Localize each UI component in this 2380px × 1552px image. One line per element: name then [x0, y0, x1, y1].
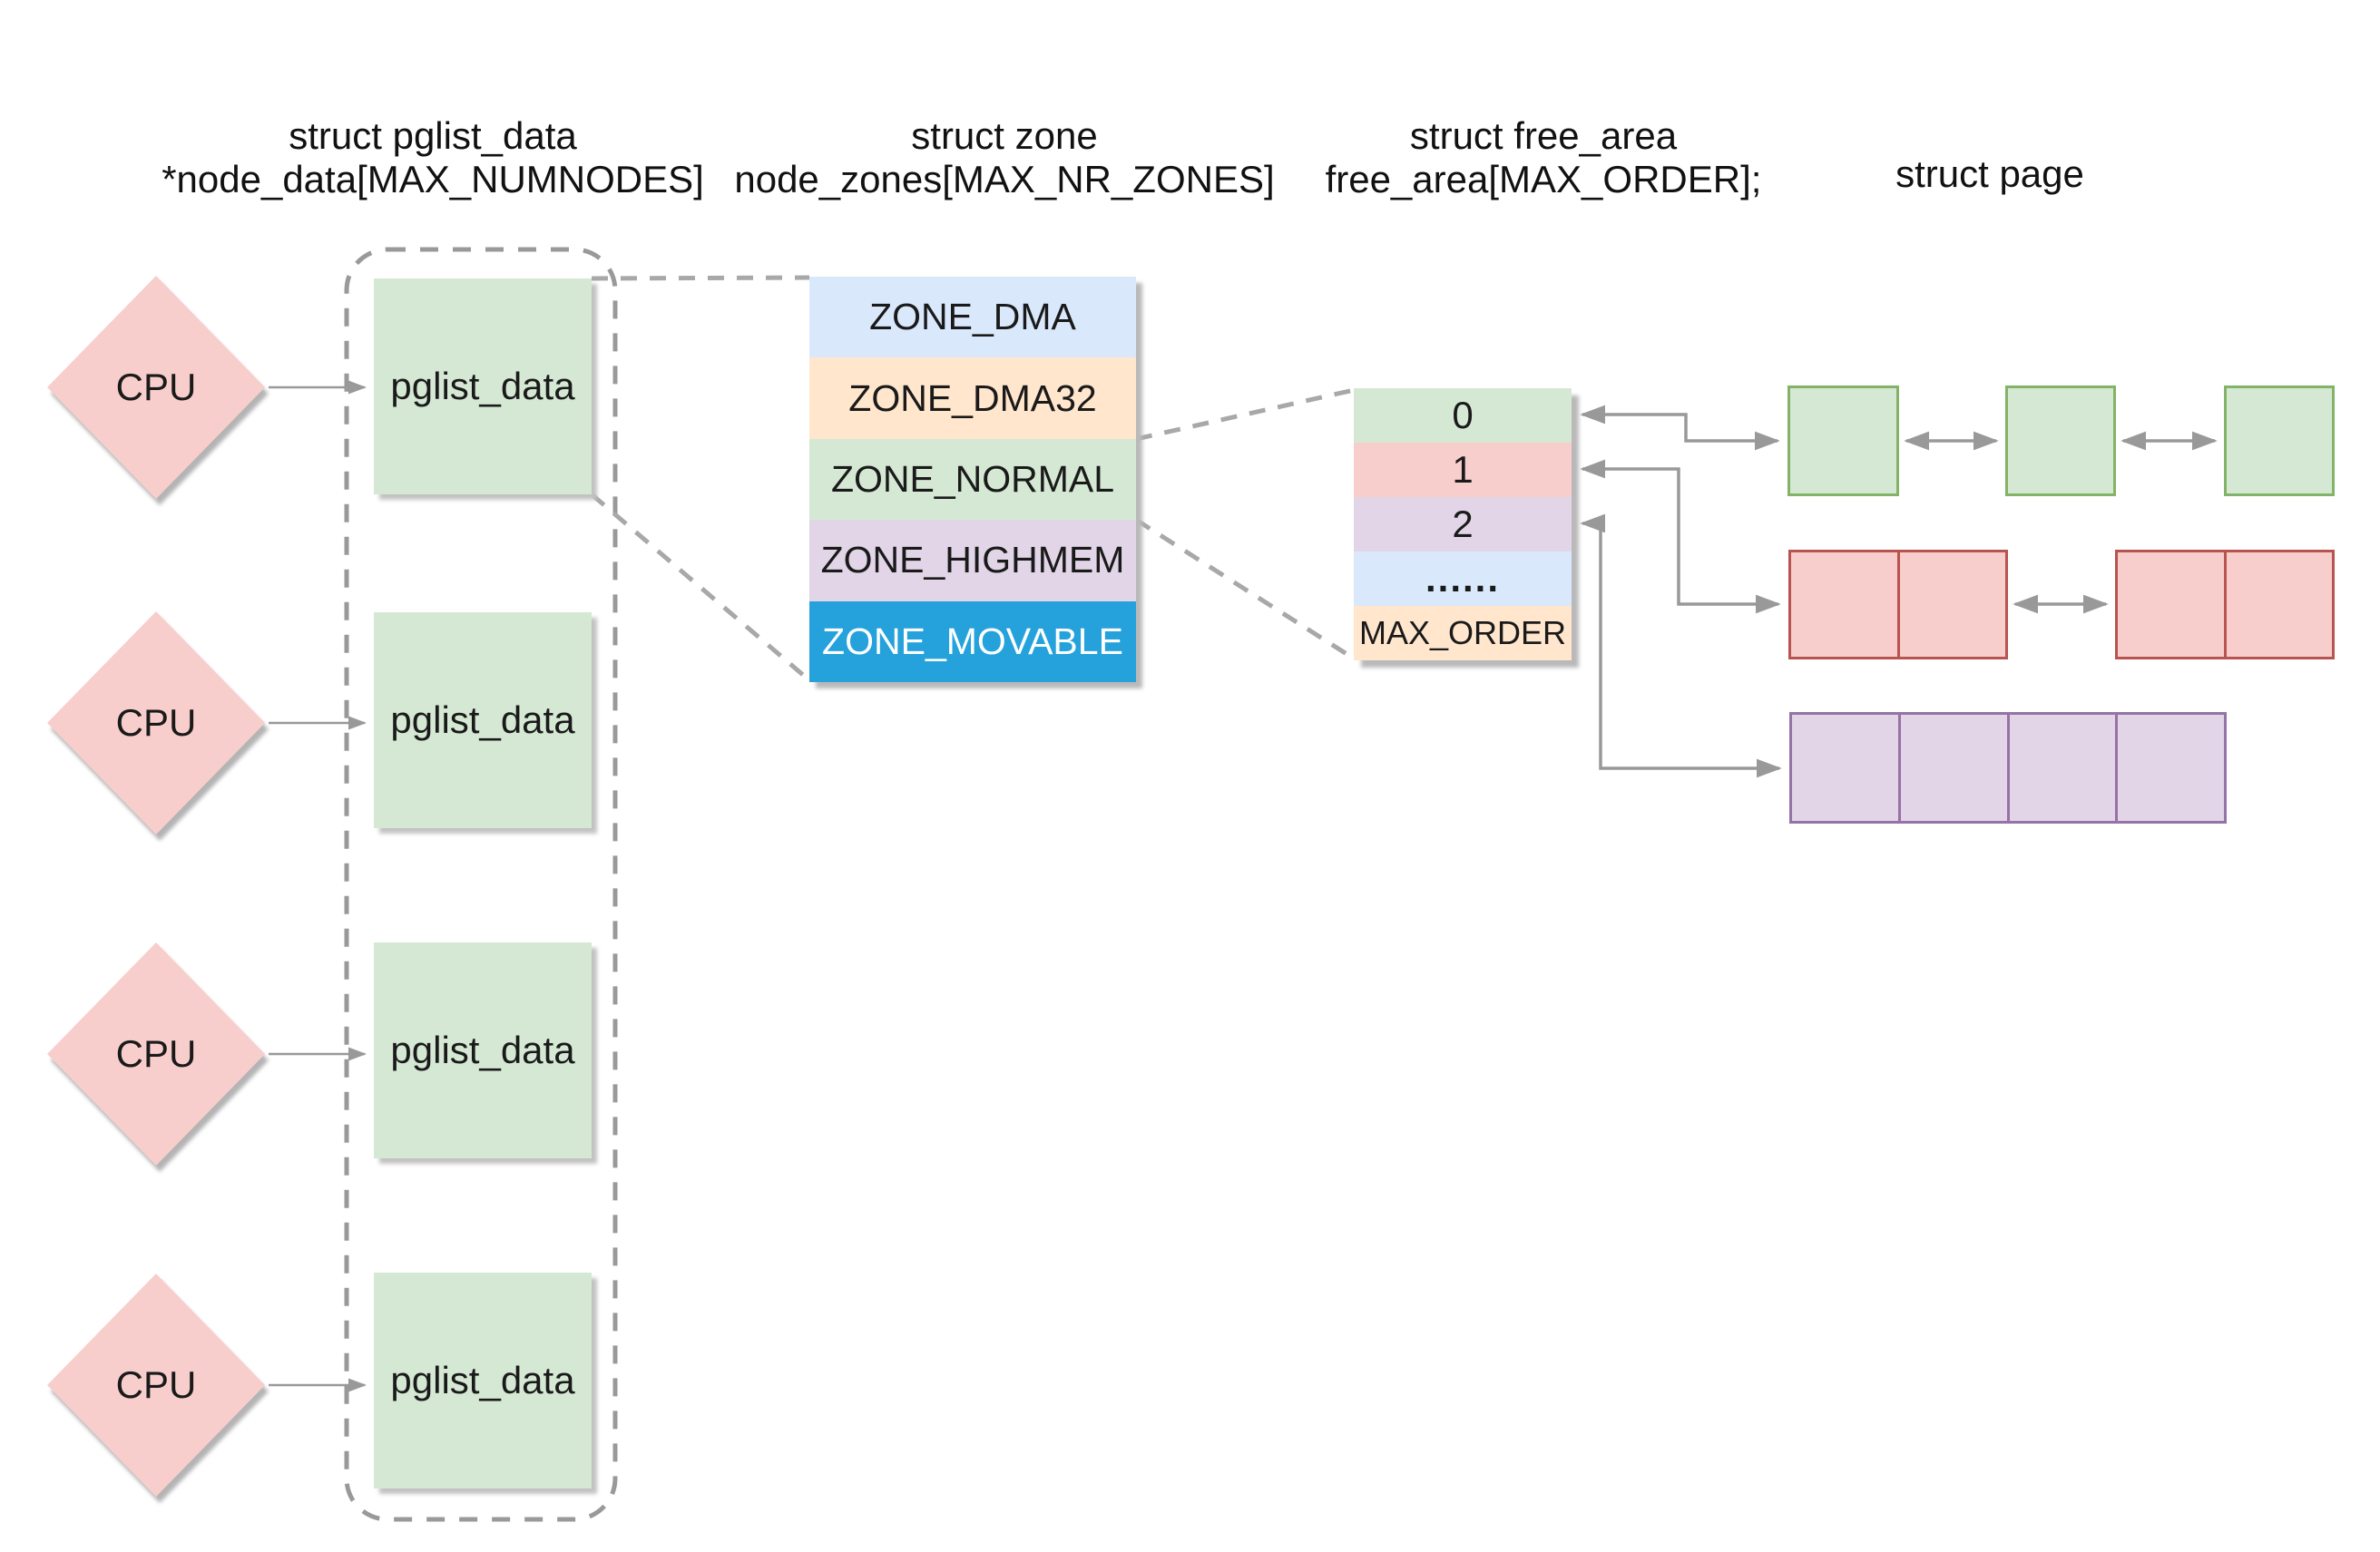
pglist-data-label: pglist_data [390, 1029, 575, 1071]
cpu-node-2: CPU [47, 611, 265, 835]
zone-stack: ZONE_DMA ZONE_DMA32 ZONE_NORMAL ZONE_HIG… [809, 277, 1136, 683]
free-area-table: 0 1 2 ...... MAX_ORDER [1354, 388, 1572, 660]
cpu-diamond: CPU [47, 942, 265, 1166]
cpu-label: CPU [115, 366, 197, 408]
free-area-row-ellipsis: ...... [1354, 551, 1572, 606]
free-area-row-label: MAX_ORDER [1358, 614, 1567, 651]
free-area-row-2: 2 [1354, 497, 1572, 551]
expansion-line-zone-to-freearea-bottom [1134, 517, 1356, 661]
page-cell [2227, 552, 2333, 657]
connector-order2-list [1580, 513, 1782, 778]
header-pglist-line2: *node_data[MAX_NUMNODES] [162, 158, 704, 200]
header-pglist-data: struct pglist_data *node_data[MAX_NUMNOD… [161, 114, 705, 201]
free-area-row-label: 1 [1452, 448, 1474, 491]
pglist-data-box-1: pglist_data [374, 278, 592, 494]
pglist-data-label: pglist_data [390, 1359, 575, 1401]
free-area-row-label: ...... [1425, 557, 1500, 600]
page-block-order1-1 [1788, 550, 2008, 659]
page-block-order2-1 [1789, 712, 2227, 824]
header-pglist-line1: struct pglist_data [289, 114, 577, 157]
cpu-label: CPU [115, 1363, 197, 1406]
zone-label: ZONE_MOVABLE [822, 620, 1123, 662]
page-block-order1-2 [2115, 550, 2335, 659]
cpu-label: CPU [115, 701, 197, 744]
cpu-node-1: CPU [47, 276, 265, 499]
expansion-line-pglist-to-zone-bottom [590, 493, 811, 682]
page-cell [1792, 715, 1901, 821]
pglist-data-box-2: pglist_data [374, 612, 592, 828]
zone-row-zone-dma32: ZONE_DMA32 [809, 357, 1136, 439]
page-cell [2010, 715, 2119, 821]
header-struct-page-line1: struct page [1895, 152, 2084, 195]
pglist-data-label: pglist_data [390, 365, 575, 407]
free-area-row-1: 1 [1354, 443, 1572, 497]
zone-label: ZONE_DMA32 [848, 376, 1097, 419]
pglist-data-box-3: pglist_data [374, 942, 592, 1158]
zone-row-zone-dma: ZONE_DMA [809, 277, 1136, 358]
page-cell [2118, 715, 2224, 821]
cpu-diamond: CPU [47, 1274, 265, 1497]
header-zone: struct zone node_zones[MAX_NR_ZONES] [732, 114, 1277, 201]
pglist-data-label: pglist_data [390, 698, 575, 741]
zone-row-zone-highmem: ZONE_HIGHMEM [809, 520, 1136, 601]
free-area-row-max-order: MAX_ORDER [1354, 606, 1572, 660]
header-free-area-line1: struct free_area [1409, 114, 1678, 157]
zone-label: ZONE_HIGHMEM [820, 539, 1125, 581]
page-cell [1900, 552, 2006, 657]
connector-order0-list [1580, 405, 1780, 451]
zone-label: ZONE_NORMAL [830, 458, 1115, 501]
header-zone-line1: struct zone [911, 114, 1098, 157]
page-block-order0-1 [1787, 386, 1899, 496]
page-block-order0-3 [2224, 386, 2335, 496]
zone-row-zone-normal: ZONE_NORMAL [809, 438, 1136, 521]
connector-order1-list [1580, 459, 1781, 614]
page-cell [1901, 715, 2010, 821]
free-area-row-label: 0 [1452, 394, 1474, 436]
cpu-node-4: CPU [47, 1274, 265, 1497]
free-area-row-0: 0 [1354, 388, 1572, 443]
header-struct-page: struct page [1808, 152, 2171, 196]
page-block-order0-2 [2005, 386, 2116, 496]
zone-row-zone-movable: ZONE_MOVABLE [809, 600, 1136, 683]
cpu-diamond: CPU [47, 611, 265, 835]
pglist-data-box-4: pglist_data [374, 1273, 592, 1489]
cpu-node-3: CPU [47, 942, 265, 1166]
free-area-row-label: 2 [1452, 503, 1474, 545]
zone-label: ZONE_DMA [869, 296, 1076, 338]
header-zone-line2: node_zones[MAX_NR_ZONES] [734, 158, 1275, 200]
cpu-diamond: CPU [47, 276, 265, 499]
header-free-area: struct free_area free_area[MAX_ORDER]; [1271, 114, 1816, 201]
page-cell [1791, 552, 1900, 657]
expansion-line-zone-to-freearea-top [1135, 387, 1355, 442]
header-free-area-line2: free_area[MAX_ORDER]; [1325, 158, 1762, 200]
page-cell [2118, 552, 2227, 657]
cpu-label: CPU [115, 1032, 197, 1075]
